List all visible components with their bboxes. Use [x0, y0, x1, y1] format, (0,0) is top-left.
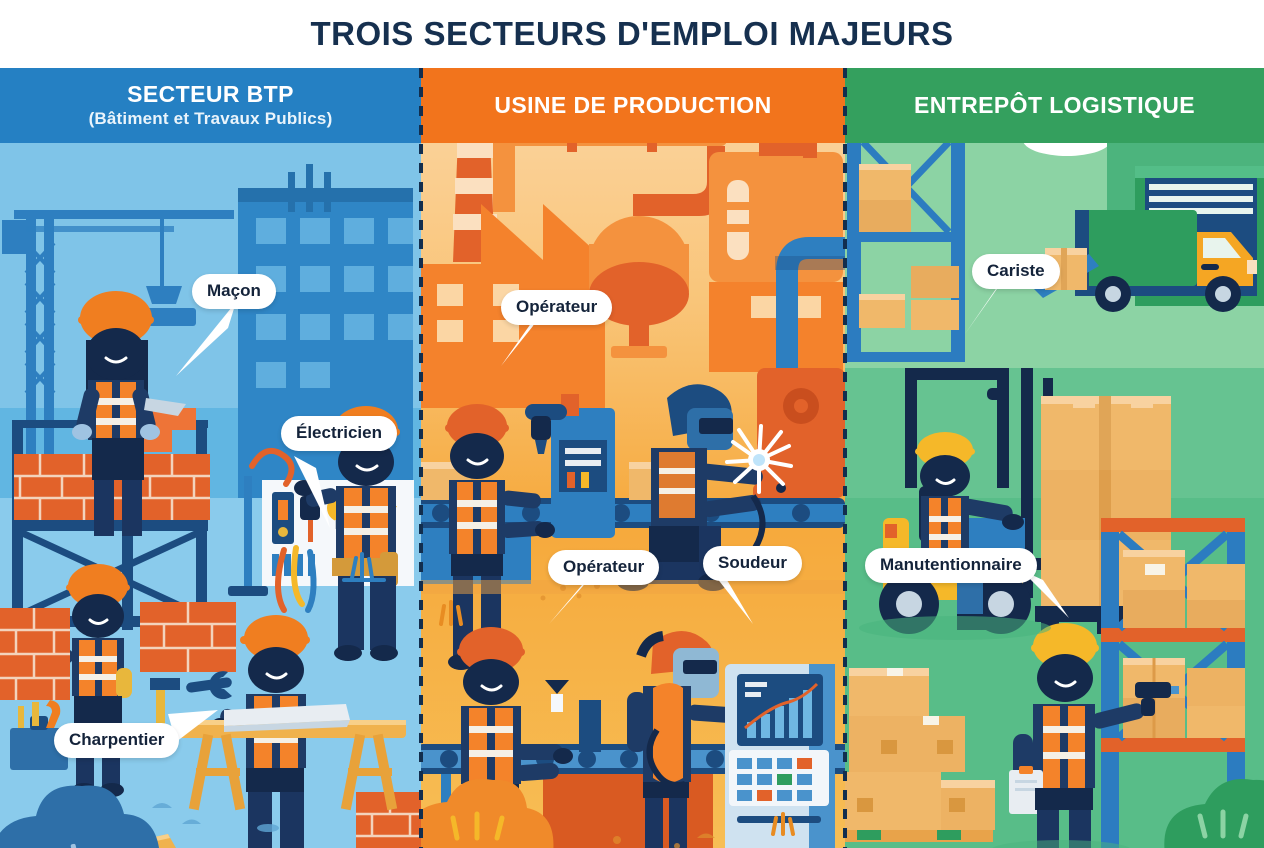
label-macon: Maçon — [192, 274, 276, 309]
sector-column-btp: SECTEUR BTP (Bâtiment et Travaux Publics… — [0, 68, 421, 848]
worker-operator-lower — [457, 627, 573, 848]
bubble-tail-operateur-2 — [549, 572, 593, 624]
warehouse-rack-icon — [1101, 518, 1245, 848]
column-subtitle-btp: (Bâtiment et Travaux Publics) — [88, 108, 333, 128]
wrench-icon — [186, 671, 232, 700]
label-charpentier: Charpentier — [54, 723, 180, 758]
label-operateur-haut: Opérateur — [501, 290, 613, 325]
worker-operator-upper — [445, 404, 555, 670]
grass-icon — [342, 552, 386, 582]
drill-press-icon — [525, 394, 615, 538]
column-divider-2 — [843, 68, 847, 848]
usine-illustration — [421, 68, 845, 848]
column-title-entrepot: ENTREPÔT LOGISTIQUE — [913, 92, 1196, 119]
bubble-tail-charpentier — [168, 710, 218, 742]
saw-icon — [224, 704, 350, 732]
pressure-tank-icon — [589, 216, 689, 358]
barcode-scanner-icon — [1135, 682, 1179, 716]
cardboard-box-icon — [845, 668, 995, 842]
toolbox-icon — [10, 700, 68, 770]
control-panel-icon — [725, 664, 835, 848]
bush-icon — [1164, 779, 1264, 848]
page-title: TROIS SECTEURS D'EMPLOI MAJEURS — [310, 15, 954, 52]
label-soudeur: Soudeur — [703, 546, 802, 581]
bubble-tail-manutentionnaire — [1021, 570, 1069, 618]
bubble-tail-macon — [176, 302, 236, 376]
bubble-tail-soudeur — [709, 568, 753, 624]
entrepot-scene — [845, 68, 1264, 848]
label-operateur-bas: Opérateur — [548, 550, 660, 585]
label-cariste: Cariste — [972, 254, 1060, 289]
entrepot-illustration — [845, 68, 1264, 848]
column-title-btp: SECTEUR BTP — [127, 81, 294, 108]
warehouse-rack-icon — [847, 132, 965, 362]
sector-columns: SECTEUR BTP (Bâtiment et Travaux Publics… — [0, 68, 1264, 848]
label-electricien: Électricien — [281, 416, 397, 451]
pipes-icon — [776, 237, 845, 392]
label-manutentionnaire: Manutentionnaire — [865, 548, 1037, 583]
grass-icon — [439, 600, 795, 836]
worker-bricklayer — [72, 291, 160, 536]
worker-handler — [1009, 623, 1179, 848]
sector-column-entrepot: ENTREPÔT LOGISTIQUE Cariste Manutentionn… — [845, 68, 1264, 848]
sector-column-usine: USINE DE PRODUCTION Opérateur Opérateur … — [421, 68, 845, 848]
crane-icon — [2, 210, 234, 508]
welding-sparks-icon — [725, 424, 793, 494]
column-header-entrepot: ENTREPÔT LOGISTIQUE — [845, 68, 1264, 143]
column-header-btp: SECTEUR BTP (Bâtiment et Travaux Publics… — [0, 68, 421, 143]
worker-welder-standing — [627, 631, 752, 848]
hammer-icon — [150, 678, 180, 730]
column-header-usine: USINE DE PRODUCTION — [421, 68, 845, 143]
clipboard-icon — [1009, 766, 1043, 814]
usine-scene — [421, 68, 845, 848]
poster-title-bar: TROIS SECTEURS D'EMPLOI MAJEURS — [0, 0, 1264, 68]
delivery-truck-icon — [1075, 210, 1257, 312]
bubble-tail-operateur-1 — [501, 312, 539, 366]
bubble-tail-electricien — [294, 456, 330, 528]
trowel-icon — [144, 398, 186, 416]
column-divider-1 — [419, 68, 423, 848]
cardboard-box-icon — [859, 164, 959, 330]
column-title-usine: USINE DE PRODUCTION — [494, 92, 772, 119]
